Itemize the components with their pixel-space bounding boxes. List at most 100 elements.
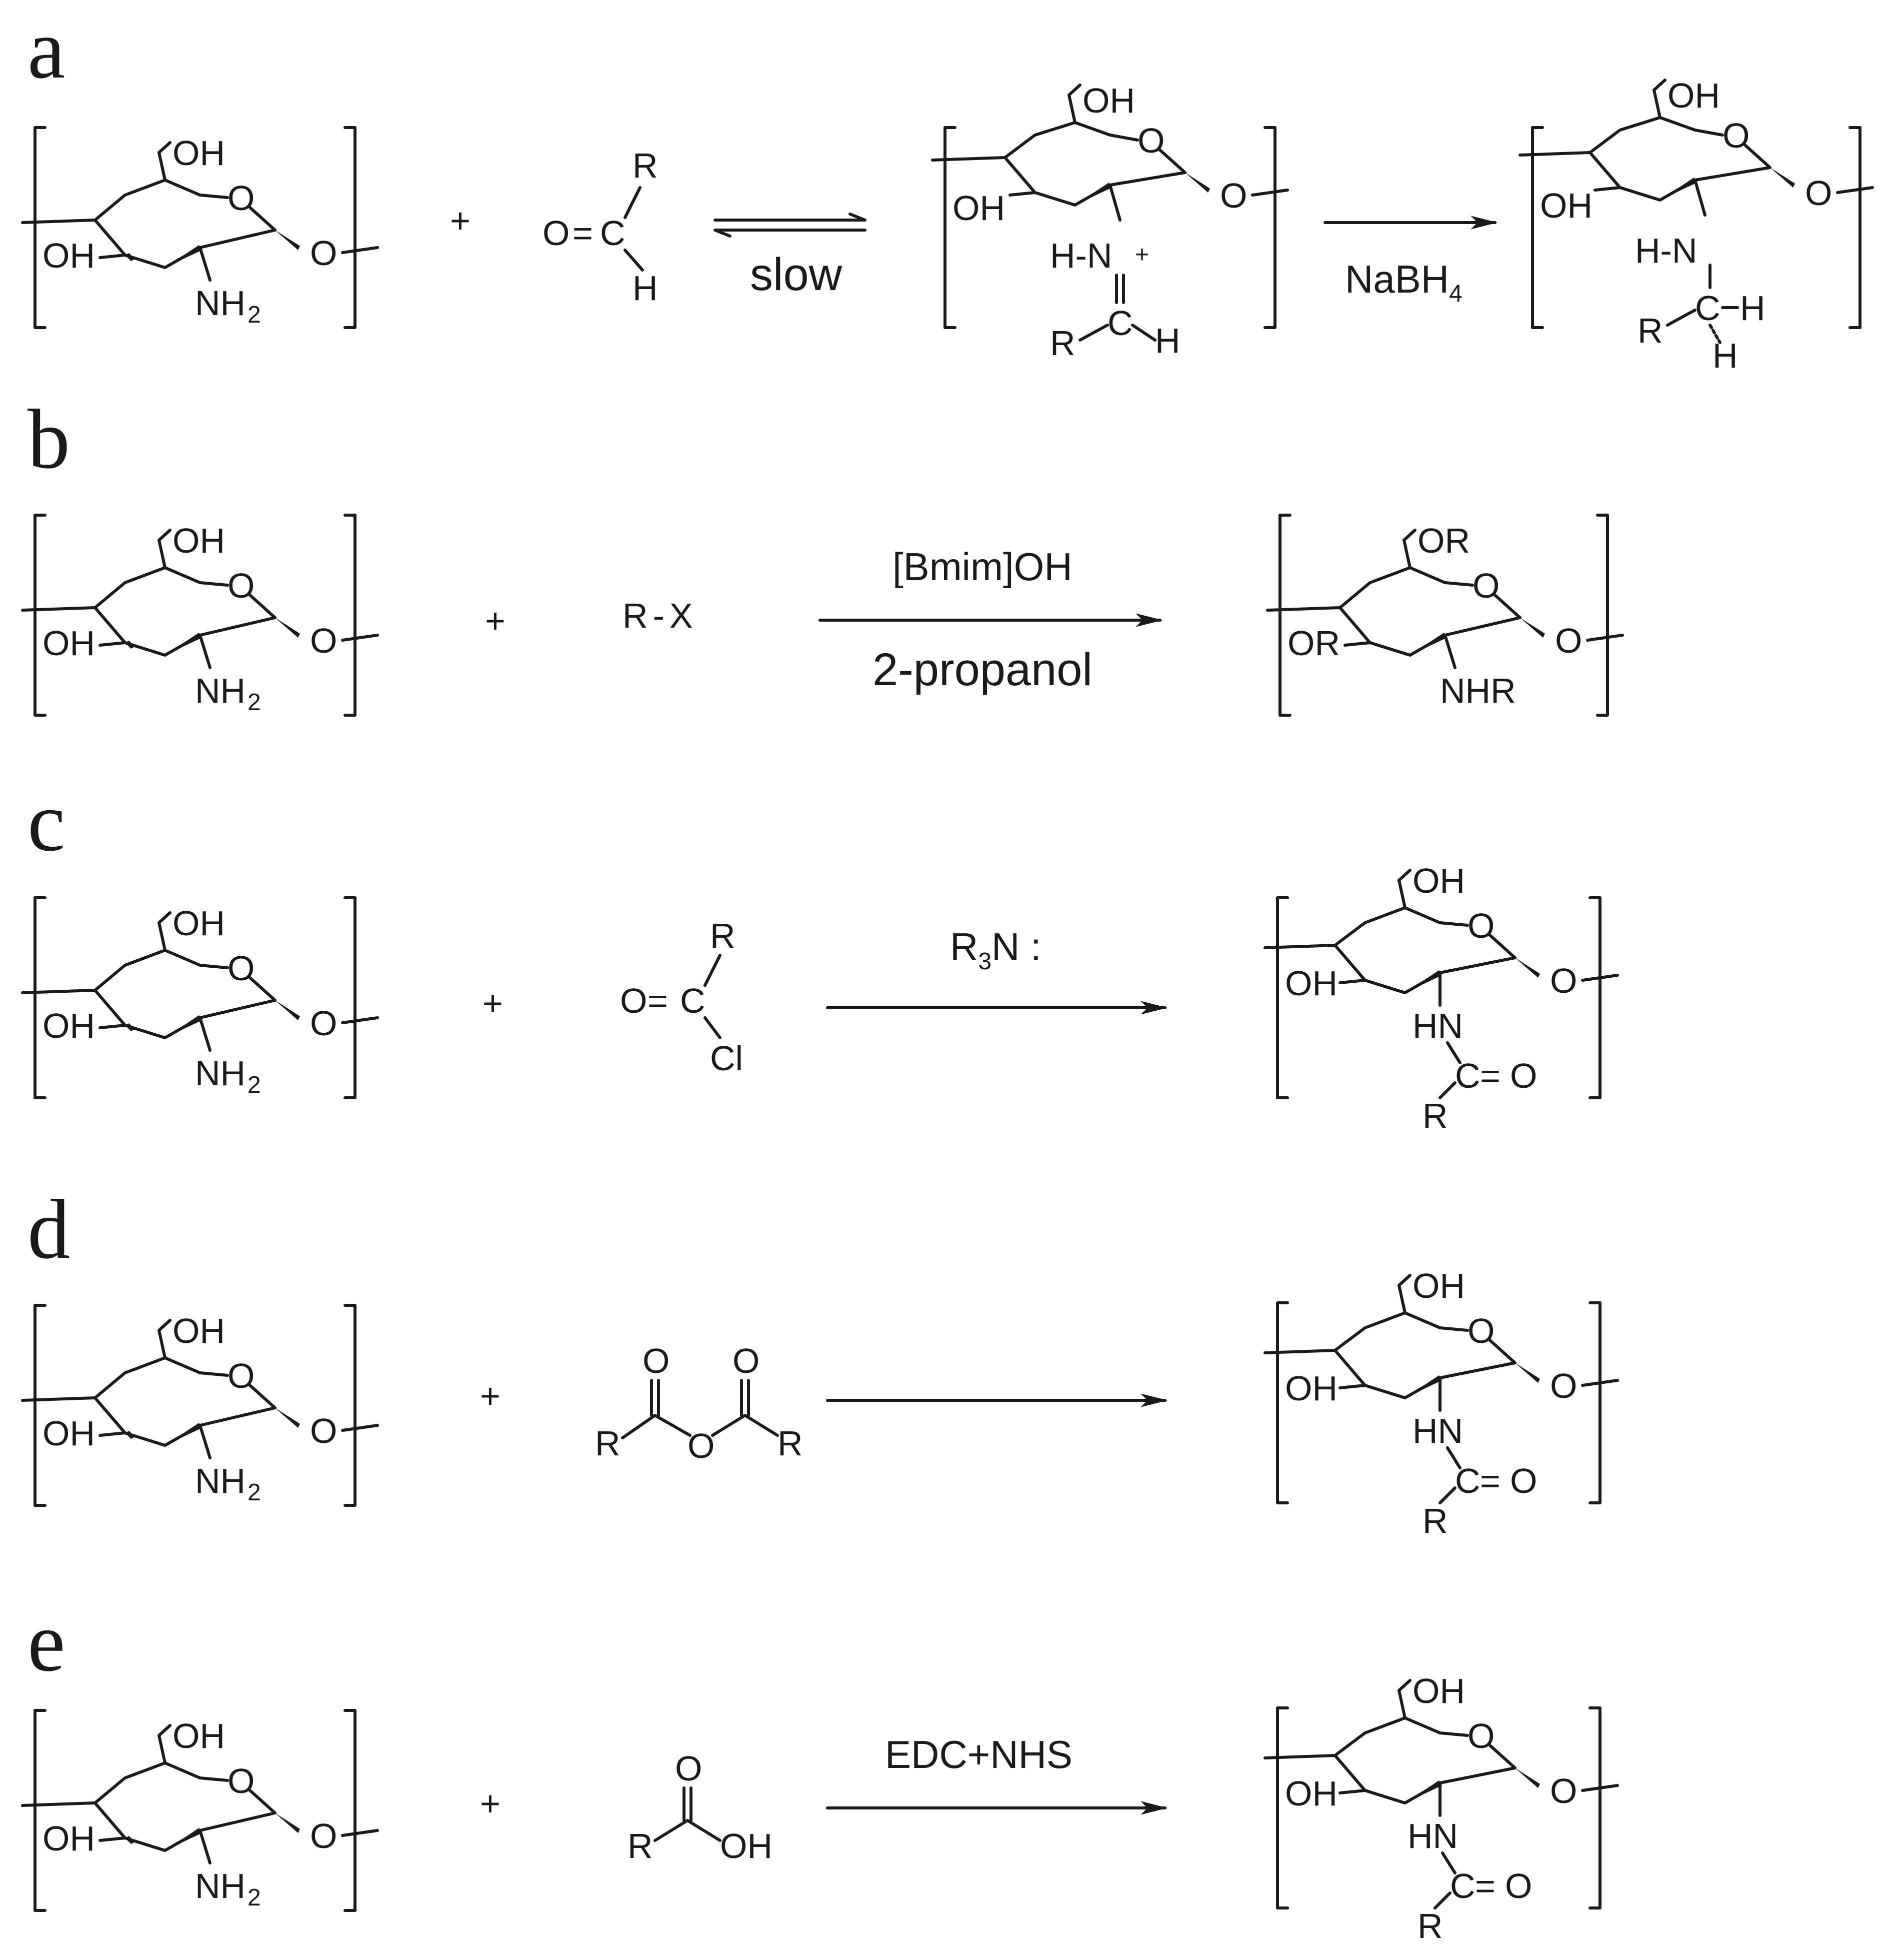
svg-text:=: = — [1480, 1056, 1500, 1095]
svg-text:O: O — [675, 1749, 702, 1788]
panel-d: + R O O O R — [22, 1266, 1619, 1540]
svg-text:O: O — [1510, 1461, 1537, 1500]
svg-text:O: O — [1220, 176, 1247, 215]
condition-nabh4: NaBH4 — [1345, 257, 1462, 307]
panel-label-e: e — [28, 1595, 65, 1689]
panel-b: + R-X [Bmim]OH 2-propanol OR O OR NHR O — [22, 514, 1624, 717]
svg-text:=: = — [1480, 1461, 1500, 1500]
condition-bmim: [Bmim]OH — [892, 545, 1072, 589]
svg-text:OR: OR — [1418, 521, 1470, 560]
condition-edc-nhs: EDC+NHS — [885, 1732, 1072, 1776]
svg-text:OH: OH — [720, 1826, 772, 1865]
aldehyde-reagent: O = C R H — [542, 146, 658, 308]
svg-text:O: O — [1805, 174, 1832, 213]
equilibrium-arrow — [714, 213, 866, 238]
svg-text:O: O — [688, 1426, 714, 1465]
svg-text:+: + — [1135, 242, 1149, 268]
svg-text:H-N: H-N — [1050, 236, 1112, 275]
svg-text:O: O — [1468, 1311, 1494, 1350]
panel-a: + O = C R H slow — [22, 76, 1874, 375]
svg-text:O: O — [1468, 1716, 1494, 1755]
svg-text:C: C — [1695, 289, 1720, 328]
svg-text:R: R — [710, 916, 736, 955]
svg-text:HN: HN — [1408, 1816, 1458, 1855]
svg-text:H: H — [1155, 321, 1180, 360]
svg-text:OH: OH — [1285, 1774, 1338, 1813]
panel-c: + O = C R Cl R3N : — [22, 861, 1619, 1135]
plus-sign-a: + — [450, 201, 470, 240]
svg-text:O: O — [732, 1341, 760, 1380]
svg-text:O: O — [1722, 116, 1750, 155]
chitosan-reactant-b — [22, 515, 378, 716]
svg-text:C: C — [1108, 304, 1133, 343]
acylated-product-e: OH O OH O HN C = O R — [1264, 1671, 1619, 1945]
svg-text:OH: OH — [952, 189, 1005, 228]
svg-text:H-N: H-N — [1635, 231, 1697, 270]
svg-text:OH: OH — [1412, 861, 1465, 900]
carboxylic-acid-reagent: R O OH — [628, 1749, 772, 1865]
svg-text:R: R — [1638, 311, 1663, 350]
reduced-product: OH O OH O H-N C R H H — [1518, 76, 1874, 375]
svg-text:NHR: NHR — [1440, 671, 1516, 710]
svg-text:O: O — [620, 981, 647, 1020]
svg-text:=: = — [1475, 1866, 1496, 1905]
svg-text:OH: OH — [1285, 1369, 1338, 1408]
anhydride-reagent: R O O O R — [595, 1341, 803, 1465]
svg-text:=: = — [648, 981, 668, 1020]
svg-text:O: O — [1510, 1056, 1537, 1095]
svg-text:O: O — [1468, 906, 1494, 945]
svg-text:O: O — [1138, 121, 1164, 160]
panel-label-a: a — [28, 2, 65, 96]
svg-text:HN: HN — [1412, 1006, 1463, 1045]
plus-sign-e: + — [480, 1784, 500, 1823]
svg-text:R: R — [632, 146, 658, 185]
plus-sign-b: + — [485, 601, 506, 640]
svg-text:O: O — [1555, 621, 1582, 660]
iminium-intermediate: OH O OH O H-N + C R H — [931, 81, 1289, 363]
alkyl-halide-reagent: R-X — [622, 596, 693, 635]
panel-label-c: c — [28, 775, 65, 869]
svg-text:C: C — [600, 214, 626, 253]
svg-text:OH: OH — [1412, 1671, 1465, 1710]
condition-slow: slow — [750, 249, 842, 300]
svg-text:=: = — [572, 214, 593, 253]
svg-text:H: H — [1712, 336, 1738, 375]
svg-text:O: O — [1550, 1771, 1577, 1810]
svg-text:O: O — [642, 1341, 670, 1380]
svg-text:H: H — [1740, 289, 1766, 328]
chitosan-reactant-a — [22, 128, 378, 328]
svg-text:O: O — [1472, 566, 1500, 605]
condition-r3n: R3N : — [950, 925, 1042, 975]
svg-text:H: H — [632, 269, 658, 308]
alkylated-product: OR O OR NHR O — [1266, 514, 1624, 717]
plus-sign-c: + — [482, 984, 503, 1023]
svg-text:R: R — [1418, 1906, 1443, 1945]
chitosan-reactant-e — [22, 1710, 378, 1911]
panel-label-d: d — [28, 1182, 70, 1276]
svg-text:R: R — [1422, 1096, 1448, 1135]
acylated-product-d: OH O OH O HN C = O R — [1264, 1266, 1619, 1540]
svg-text:C: C — [1455, 1056, 1480, 1095]
svg-text:O: O — [1505, 1866, 1532, 1905]
svg-text:R: R — [778, 1424, 803, 1463]
chitosan-reactant-c — [22, 898, 378, 1098]
panel-label-b: b — [28, 392, 70, 486]
chitosan-reactant-d — [22, 1305, 378, 1506]
svg-text:R: R — [595, 1424, 620, 1463]
svg-text:C: C — [680, 981, 706, 1020]
svg-text:O: O — [542, 214, 570, 253]
acylated-product-c: OH O OH O HN C = O R — [1264, 861, 1619, 1135]
svg-text:R: R — [1050, 324, 1076, 363]
plus-sign-d: + — [480, 1376, 500, 1415]
svg-text:Cl: Cl — [710, 1039, 743, 1078]
svg-text:OH: OH — [1285, 964, 1338, 1003]
svg-text:OR: OR — [1288, 624, 1340, 663]
panel-e: + R O OH EDC+NHS OH — [22, 1671, 1619, 1945]
svg-text:C: C — [1455, 1461, 1480, 1500]
svg-text:C: C — [1450, 1866, 1476, 1905]
svg-text:O: O — [1550, 961, 1577, 1000]
acyl-chloride-reagent: O = C R Cl — [620, 916, 743, 1078]
svg-text:HN: HN — [1412, 1411, 1463, 1450]
svg-text:OH: OH — [1082, 81, 1135, 120]
